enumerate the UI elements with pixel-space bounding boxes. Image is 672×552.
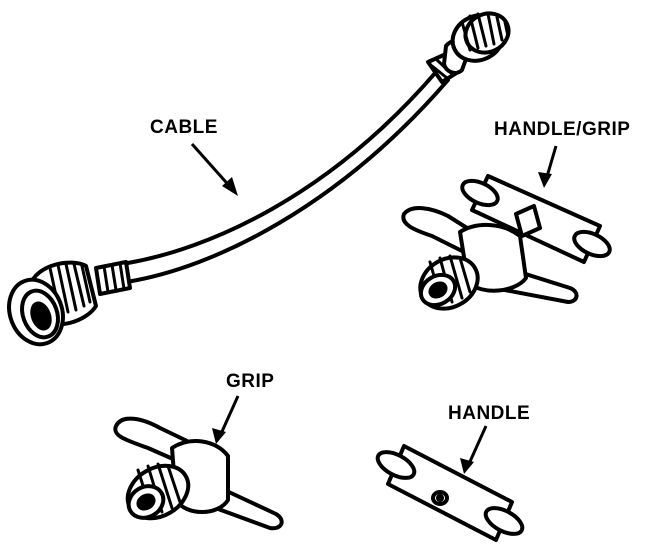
cable-bottom-ferrule [94,260,132,296]
cable-bottom-nut [7,260,98,347]
cable-arrow [190,143,238,196]
cable-label: CABLE [150,117,218,138]
grip-arrow [212,395,240,444]
handle-grip-grip [401,206,579,311]
cable-top-nut [450,11,511,63]
handle-arrow [460,425,488,474]
grip-assembly [113,395,284,531]
handle-grip-shaft [514,204,542,238]
handle-label: HANDLE [448,403,531,424]
cable-assembly [7,11,511,347]
handle-grip-arrow [538,145,558,188]
handle-grip-label: HANDLE/GRIP [494,119,631,140]
cable-tube [120,70,450,284]
grip-label: GRIP [226,371,275,392]
handle-grip-assembly [401,145,612,311]
handle-assembly [375,425,525,542]
